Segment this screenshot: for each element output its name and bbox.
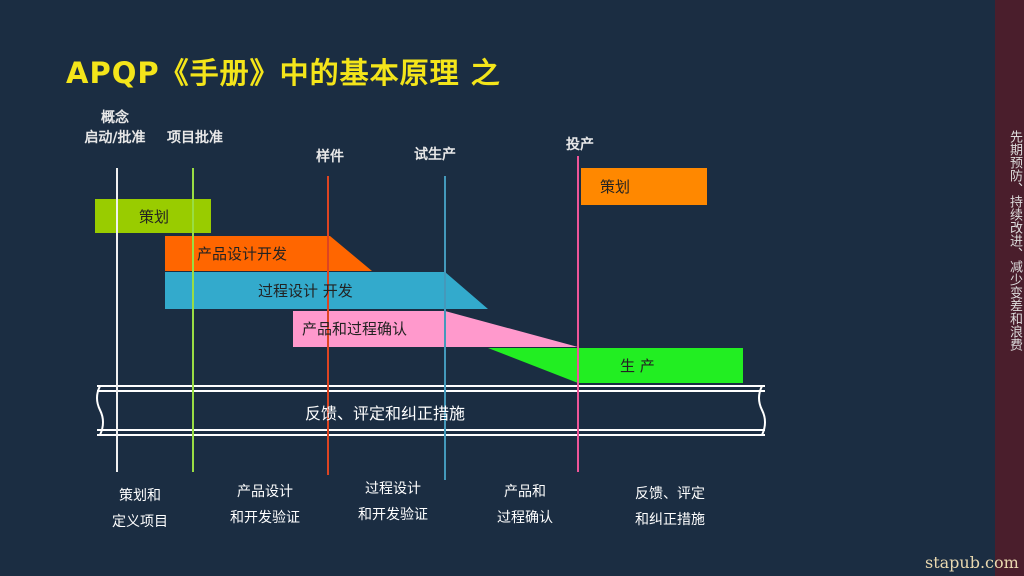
validation-bar	[293, 311, 578, 347]
validation-label: 产品和过程确认	[302, 320, 408, 338]
phase-line: 和开发验证	[358, 507, 428, 523]
milestone-concept: 概念 启动/批准	[75, 108, 155, 148]
process-design-bar	[165, 272, 488, 309]
planning-label: 策划	[139, 208, 170, 226]
phase-product-design: 产品设计和开发验证	[215, 479, 315, 531]
page-title: APQP《手册》中的基本原理 之	[66, 56, 501, 90]
milestone-prototype: 样件	[316, 149, 344, 165]
process-design-label: 过程设计 开发	[258, 282, 353, 300]
phase-process-design: 过程设计和开发验证	[343, 476, 443, 528]
phase-line: 产品和	[504, 484, 546, 500]
feedback-label: 反馈、评定和纠正措施	[305, 404, 466, 423]
planning-bar	[95, 199, 211, 233]
phase-line: 和开发验证	[230, 510, 300, 526]
phase-validation: 产品和过程确认	[475, 479, 575, 531]
milestone-launch: 投产	[566, 137, 594, 153]
phase-line: 策划和	[119, 488, 161, 504]
phase-line: 和纠正措施	[635, 512, 705, 528]
product-design-bar	[165, 236, 372, 271]
phase-line: 过程确认	[497, 510, 553, 526]
side-strip	[995, 0, 1024, 576]
phase-feedback: 反馈、评定和纠正措施	[615, 481, 725, 533]
watermark: stapub.com	[925, 553, 1019, 572]
planning2-label: 策划	[600, 178, 631, 196]
feedback-band	[96, 385, 766, 436]
phase-line: 定义项目	[112, 514, 168, 530]
milestone-project-approval: 项目批准	[167, 130, 223, 146]
phase-line: 产品设计	[237, 484, 293, 500]
milestone-concept-line2: 启动/批准	[84, 130, 146, 146]
side-text: 先期预防、持续改进、减少变差和浪费	[1007, 130, 1022, 351]
milestone-pilot: 试生产	[414, 147, 456, 163]
milestone-concept-line1: 概念	[101, 110, 129, 126]
phase-line: 反馈、评定	[635, 486, 705, 502]
production-bar	[488, 348, 743, 383]
phase-line: 过程设计	[365, 481, 421, 497]
phase-planning: 策划和定义项目	[95, 483, 185, 535]
product-design-label: 产品设计开发	[197, 245, 288, 263]
production-label: 生 产	[620, 357, 655, 375]
planning2-bar	[581, 168, 707, 205]
